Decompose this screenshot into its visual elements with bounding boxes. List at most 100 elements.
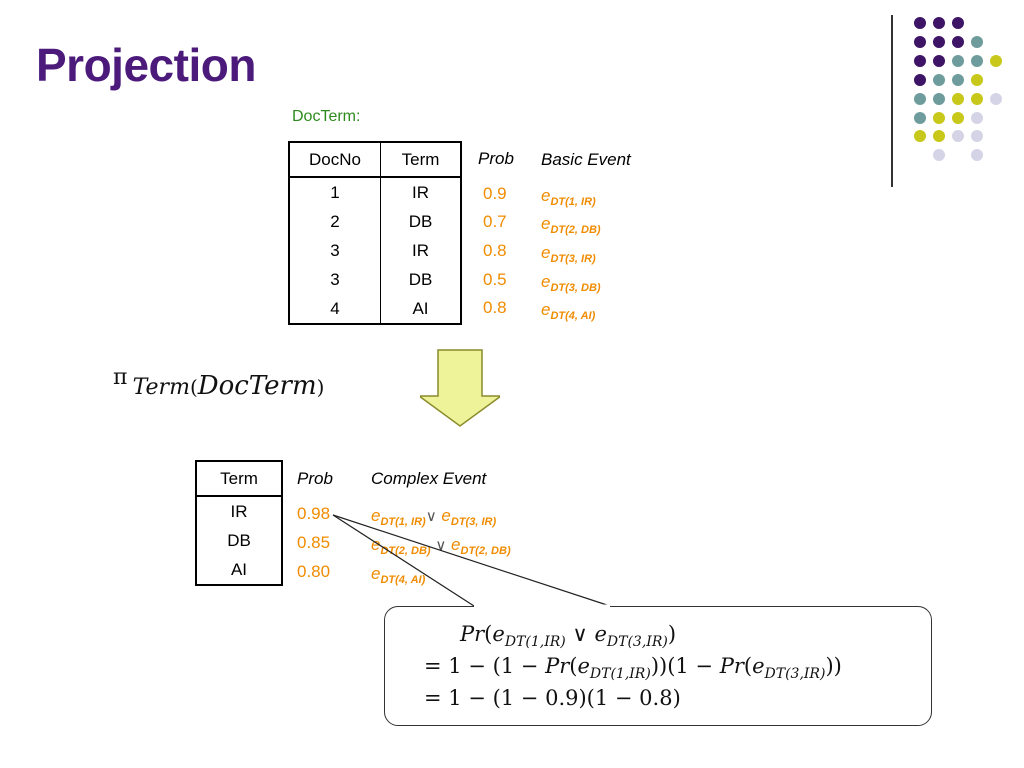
column-header-term: Term (380, 142, 461, 178)
column-header-term: Term (196, 461, 282, 497)
dot-row-4 (914, 74, 983, 86)
event-subscript: DT(1,IR) (504, 634, 566, 650)
dot-row-3 (914, 55, 1002, 67)
dot-row-1 (914, 17, 964, 29)
cell-term: AI (230, 559, 248, 579)
cell-docno: 2 (289, 207, 381, 236)
divider-line (891, 15, 893, 187)
event-symbol: e (541, 214, 551, 233)
table-row: 4 AI (289, 294, 461, 324)
formula-text: ))(1 − (650, 654, 720, 678)
prob-header-2: Prob (297, 469, 333, 488)
basic-event-header: Basic Event (541, 150, 631, 169)
term-table: Term IR DB AI (195, 460, 283, 586)
event-symbol: e (541, 272, 551, 291)
prob-value: 0.80 (297, 562, 331, 581)
dot-row-8 (933, 149, 983, 161)
complex-event: eDT(4, AI) (371, 564, 425, 586)
close-paren: ) (316, 375, 325, 399)
cell-docno: 3 (289, 265, 381, 294)
event-subscript: DT(3, IR) (550, 253, 596, 265)
cell-term: DB (227, 530, 251, 550)
or-operator: ∨ (565, 622, 595, 646)
cell-docno: 3 (289, 236, 381, 265)
prob-value: 0.5 (483, 270, 507, 289)
dot-row-5 (914, 93, 1002, 105)
dot-row-2 (914, 36, 983, 48)
table-row: 3 IR (289, 236, 461, 265)
table-header-row: DocNo Term (289, 142, 461, 178)
table-header-row: Term (196, 461, 282, 497)
event-subscript: DT(2, DB) (550, 224, 601, 236)
event-subscript: DT(2, DB) (380, 545, 431, 557)
formula-text: )) (825, 654, 842, 678)
formula-line-3: = 1 − (1 − 0.9)(1 − 0.8) (424, 686, 681, 710)
complex-event-header: Complex Event (371, 469, 487, 488)
table-row: AI (196, 555, 282, 585)
basic-event: eDT(4, AI) (541, 300, 595, 322)
event-symbol: e (492, 622, 505, 646)
event-subscript: DT(3, IR) (450, 516, 497, 528)
event-subscript: DT(3,IR) (764, 666, 826, 682)
cell-term: IR (230, 501, 248, 521)
pr-symbol: Pr (719, 654, 744, 678)
prob-value: 0.85 (297, 533, 331, 552)
cell-term: DB (408, 211, 433, 231)
event-symbol: e (541, 243, 551, 262)
event-subscript: DT(2, DB) (460, 545, 511, 557)
pr-symbol: Pr (460, 622, 485, 646)
relation-caption: DocTerm: (292, 108, 361, 125)
event-subscript: DT(3,IR) (606, 634, 668, 650)
event-symbol: e (441, 506, 451, 525)
or-operator: ∨ (435, 537, 447, 554)
cell-term: AI (412, 298, 429, 318)
cell-docno: 4 (289, 294, 381, 324)
paren: ( (743, 654, 753, 678)
open-paren: ( (189, 375, 198, 399)
table-row: 1 IR (289, 177, 461, 207)
event-symbol: e (541, 300, 551, 319)
event-symbol: e (577, 654, 590, 678)
basic-event: eDT(3, IR) (541, 243, 596, 265)
cell-term: IR (412, 182, 429, 202)
prob-value: 0.7 (483, 212, 507, 231)
event-subscript: DT(1, IR) (550, 196, 596, 208)
event-symbol: e (752, 654, 765, 678)
event-symbol: e (451, 535, 461, 554)
formula-line-2: = 1 − (1 − Pr(eDT(1,IR)))(1 − Pr(eDT(3,I… (424, 654, 842, 682)
event-symbol: e (594, 622, 607, 646)
prob-value: 0.8 (483, 298, 507, 317)
slide-title: Projection (36, 39, 256, 91)
basic-event: eDT(2, DB) (541, 214, 601, 236)
table-row: IR (196, 496, 282, 526)
decorative-dot-grid (914, 17, 1002, 161)
dot-row-7 (914, 130, 983, 142)
prob-value: 0.8 (483, 241, 507, 260)
event-subscript: DT(3, DB) (550, 282, 601, 294)
event-symbol: e (541, 186, 551, 205)
paren: ( (569, 654, 578, 678)
formula-callout (384, 606, 932, 726)
event-subscript: DT(4, AI) (380, 574, 426, 586)
projection-attribute: Term (132, 375, 190, 400)
docterm-table: DocNo Term 1 IR 2 DB 3 IR 3 DB 4 AI (288, 141, 462, 325)
projection-expression: π Term(DocTerm) (113, 365, 324, 401)
formula-text: = 1 − (1 − (424, 654, 546, 678)
cell-term: DB (408, 269, 433, 289)
pr-symbol: Pr (545, 654, 570, 678)
projection-relation: DocTerm (197, 371, 317, 401)
column-header-docno: DocNo (289, 142, 381, 178)
projection-operator: π (113, 365, 128, 390)
complex-event: eDT(1, IR)∨ eDT(3, IR) (371, 506, 496, 528)
paren: ( (484, 622, 493, 646)
cell-term: IR (412, 240, 429, 260)
table-row: 3 DB (289, 265, 461, 294)
down-arrow-icon (420, 349, 500, 427)
table-row: 2 DB (289, 207, 461, 236)
table-row: DB (196, 526, 282, 555)
event-subscript: DT(4, AI) (550, 310, 596, 322)
cell-docno: 1 (289, 177, 381, 207)
basic-event: eDT(3, DB) (541, 272, 601, 294)
event-subscript: DT(1, IR) (380, 516, 426, 528)
prob-value: 0.9 (483, 184, 507, 203)
